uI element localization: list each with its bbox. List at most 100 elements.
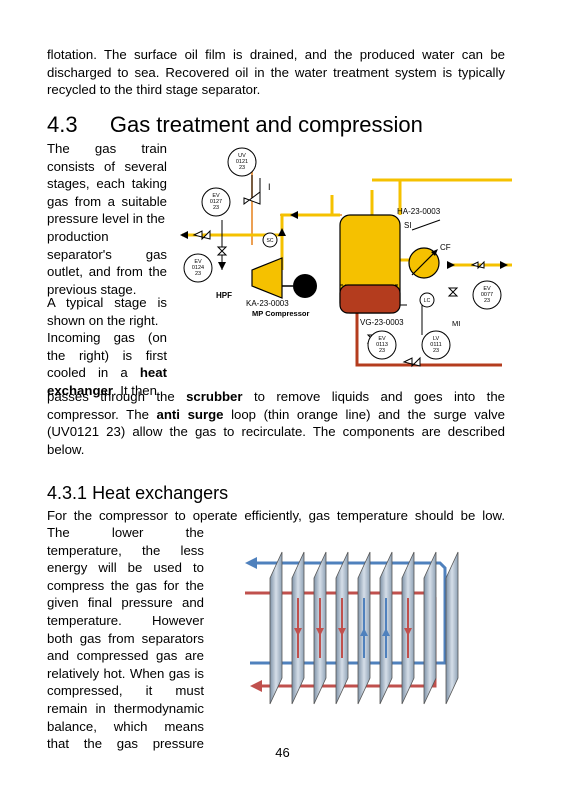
section-heading: 4.3 Gas treatment and compression xyxy=(47,112,423,138)
text-line: shown on the right. xyxy=(47,312,159,328)
subsection-number: 4.3.1 xyxy=(47,483,88,503)
si-label: SI xyxy=(404,221,412,230)
hpf-label: HPF xyxy=(216,291,232,300)
bold-term: anti surge xyxy=(156,406,224,422)
ev-0124-23 xyxy=(183,253,213,283)
oil-line xyxy=(355,310,502,367)
heat-exchanger-symbol xyxy=(408,247,440,279)
intro-paragraph: flotation. The surface oil film is drain… xyxy=(47,46,505,99)
plate-heat-exchanger-illustration xyxy=(245,551,459,705)
lc-controller xyxy=(419,292,435,308)
uv-0121-23 xyxy=(227,147,257,177)
text-line: The lower the xyxy=(47,525,204,540)
text-line: temperature, the less xyxy=(47,542,204,558)
text-line: remain in thermodynamic xyxy=(47,700,204,716)
text-line: production xyxy=(47,228,109,244)
text-line: compressed, it must xyxy=(47,683,204,699)
ev-tag-line: 23 xyxy=(484,298,490,304)
uv-tag-line: 23 xyxy=(239,165,245,171)
text-line: given final pressure and xyxy=(47,595,204,611)
mp-compressor-label: MP Compressor xyxy=(252,309,309,318)
text-line: the right) is first xyxy=(47,347,167,363)
text-line: stages, each taking xyxy=(47,176,167,192)
intro-line: discharged to sea. Recovered oil in the … xyxy=(47,64,505,80)
para-gas-train: The gas train consists of several stages… xyxy=(47,140,167,298)
text-line: temperature. However xyxy=(47,612,204,628)
ha-label: HA-23-0003 xyxy=(397,207,441,216)
para-heat-exchangers: For the compressor to operate efficientl… xyxy=(47,507,505,525)
bold-term: exchanger xyxy=(47,382,113,398)
bold-term: scrubber xyxy=(186,389,243,404)
ev-tag-line: 0127 xyxy=(210,199,222,205)
text-line: that the gas pressure xyxy=(47,736,204,752)
mi-label: MI xyxy=(452,319,460,328)
cf-label: CF xyxy=(440,243,451,252)
page-number: 46 xyxy=(275,745,290,760)
ev-0077-23 xyxy=(472,280,502,310)
text-line: A typical stage is xyxy=(47,295,167,310)
ev-tag-line: EV xyxy=(194,259,202,265)
gas-compression-diagram: UV 0121 23 EV 0127 23 EV 0124 23 EV 0077… xyxy=(180,147,512,368)
text-line: compress the gas for the xyxy=(47,577,204,593)
text-line: The gas train xyxy=(47,141,167,156)
ev-0113-23 xyxy=(367,330,397,360)
lv-tag-line: LV xyxy=(433,336,440,342)
intro-line: flotation. The surface oil film is drain… xyxy=(47,47,505,62)
cold-arrow-head xyxy=(245,557,257,569)
lv-tag-line: 23 xyxy=(433,348,439,354)
plates xyxy=(269,551,459,705)
ev-tag-line: 0113 xyxy=(376,342,388,348)
ev-tag-line: 23 xyxy=(213,205,219,211)
text-line: and compressed gas are xyxy=(47,648,204,664)
text-fragment: cooled in a xyxy=(47,365,128,381)
text-fragment: loop (thin orange line) and the surge va… xyxy=(223,406,505,422)
ev-tag-line: EV xyxy=(212,193,220,199)
text-line: balance, which means xyxy=(47,718,204,734)
text-line: passes through the scrubber to remove li… xyxy=(47,388,505,406)
para-typical-stage-cont: passes through the scrubber to remove li… xyxy=(47,388,505,458)
para-typical-stage: A typical stage is shown on the right. I… xyxy=(47,294,167,400)
text-line: gas from a suitable xyxy=(47,193,167,209)
text-line: consists of several xyxy=(47,158,167,174)
text-line: outlet, and from the xyxy=(47,264,167,280)
uv-tag-line: 0121 xyxy=(236,159,248,165)
text-fragment: passes through the xyxy=(47,389,187,404)
text-line: compressor. The anti surge loop (thin or… xyxy=(47,406,505,424)
text-line: energy will be used to xyxy=(47,560,204,576)
text-fragment: compressor. The xyxy=(47,406,157,422)
lc-label: LC xyxy=(424,298,431,304)
scrubber-vessel xyxy=(339,214,401,314)
text-line: relatively hot. When gas is xyxy=(47,665,204,681)
text-fragment: to remove liquids and goes into the xyxy=(242,389,505,404)
ev-tag-line: 0124 xyxy=(192,265,204,271)
section-number: 4.3 xyxy=(47,112,78,137)
subsection-title: Heat exchangers xyxy=(92,483,229,503)
text-line: pressure level in the xyxy=(47,211,166,227)
para-heat-exchangers-col: The lower the temperature, the less ener… xyxy=(47,524,204,753)
ev-tag-line: EV xyxy=(378,336,386,342)
hot-arrow-head xyxy=(250,680,262,692)
sc-label: SC xyxy=(267,238,274,244)
text-line: For the compressor to operate efficientl… xyxy=(47,508,505,523)
ev-tag-line: 23 xyxy=(195,271,201,277)
bold-term: heat xyxy=(139,365,167,381)
i-label: I xyxy=(268,182,271,192)
flow-arrows xyxy=(180,211,508,270)
text-line: below. xyxy=(47,441,85,457)
ev-tag-line: EV xyxy=(483,286,491,292)
lv-tag-line: 0111 xyxy=(430,342,441,348)
section-title: Gas treatment and compression xyxy=(109,112,423,137)
subsection-heading: 4.3.1 Heat exchangers xyxy=(47,482,228,504)
uv-tag-line: UV xyxy=(238,153,246,159)
lv-0111-23 xyxy=(421,330,451,360)
text-line: exchanger. It then xyxy=(47,382,167,400)
text-line: Incoming gas (on xyxy=(47,330,167,346)
compressor-symbol xyxy=(251,257,317,299)
text-fragment: . It then xyxy=(112,382,157,398)
text-line: both gas from separators xyxy=(47,630,204,646)
intro-line: recycled to the third stage separator. xyxy=(47,82,261,98)
ka-label: KA-23-0003 xyxy=(246,299,289,308)
ev-0127-23 xyxy=(201,187,231,217)
ev-tag-line: 23 xyxy=(379,348,385,354)
vg-label: VG-23-0003 xyxy=(360,318,404,327)
